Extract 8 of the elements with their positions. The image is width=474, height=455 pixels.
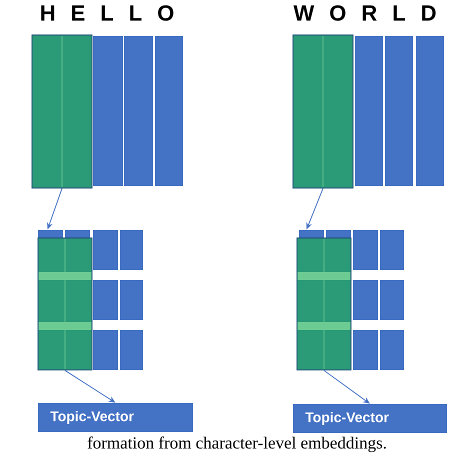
embedding-block bbox=[38, 238, 92, 370]
label-box: Topic-Vector bbox=[38, 402, 193, 432]
caption: formation from character-level embeddings. bbox=[88, 436, 386, 452]
embedding-block bbox=[32, 34, 92, 188]
label-box: Topic-Vector bbox=[293, 404, 447, 433]
embedding-block bbox=[292, 34, 354, 188]
arrow bbox=[324, 370, 370, 404]
embedding-block bbox=[296, 238, 352, 370]
